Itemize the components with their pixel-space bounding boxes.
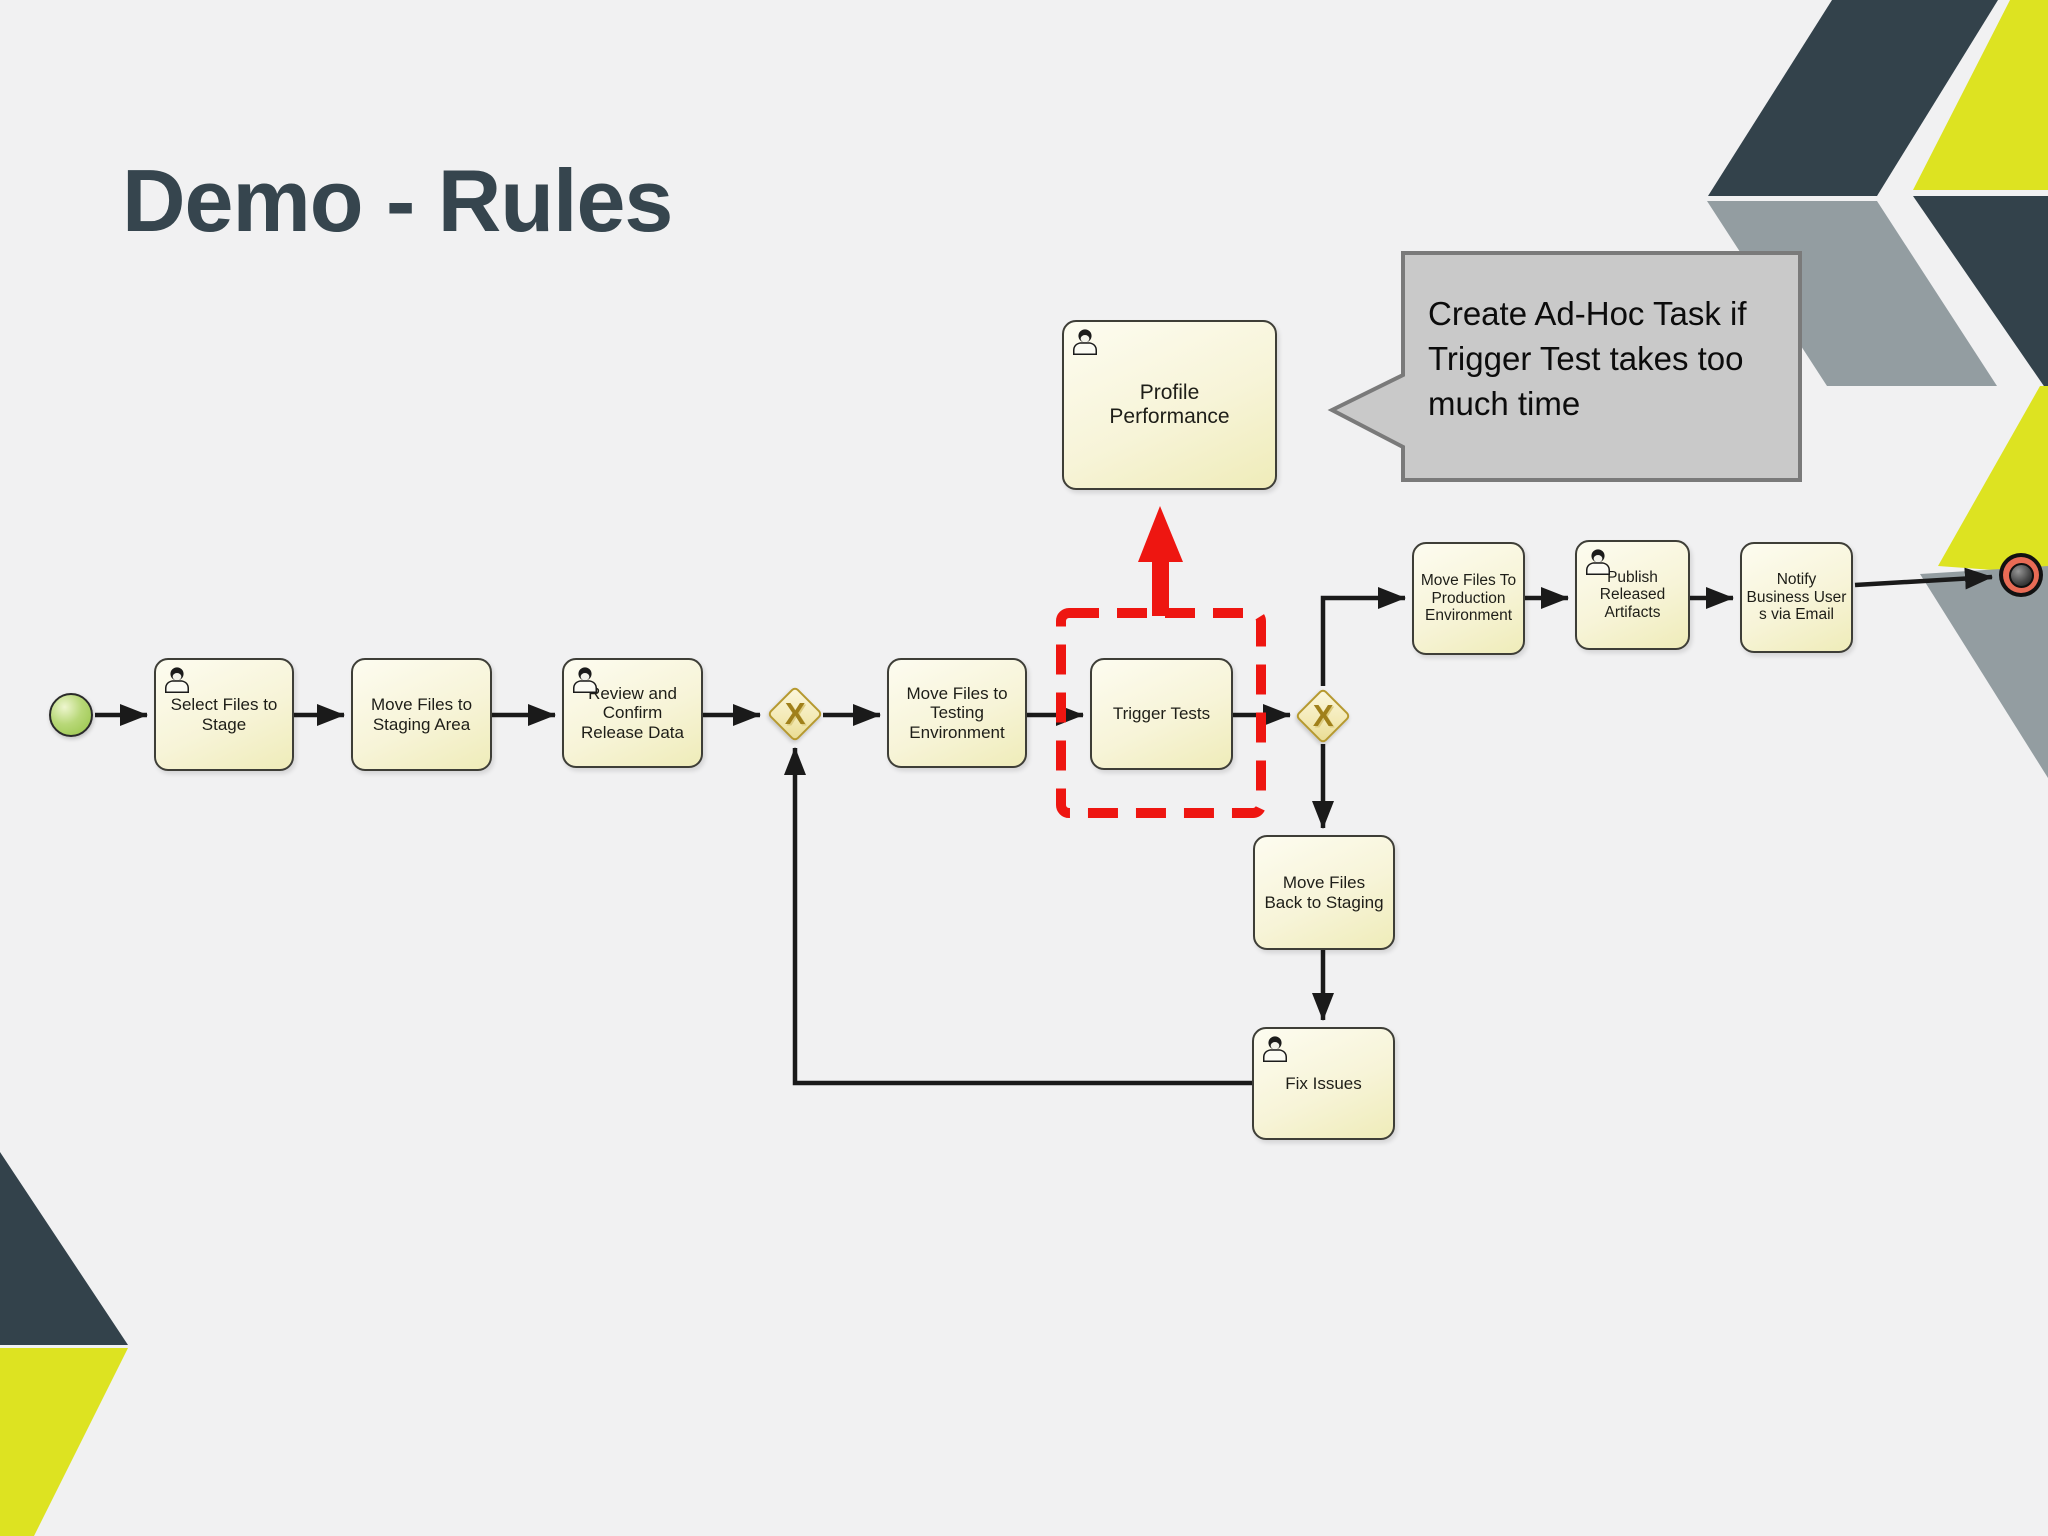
task-label: Notify Business User s via Email (1746, 571, 1847, 624)
task-label: Move Files Back to Staging (1264, 873, 1384, 912)
slide-title: Demo - Rules (122, 151, 673, 250)
end-event-ring (2003, 557, 2039, 593)
task-fix-issues: Fix Issues (1252, 1027, 1395, 1140)
task-move-files-to-staging-area: Move Files to Staging Area (351, 658, 492, 771)
chevron-dark-edge-icon (1913, 196, 2048, 392)
task-move-files-to-production-environment: Move Files To Production Environment (1412, 542, 1525, 655)
task-label: Move Files to Testing Environment (906, 684, 1008, 742)
chevron-yellow-mid-icon (1938, 386, 2048, 574)
end-event (1999, 553, 2043, 597)
task-label: Select Files to Stage (170, 695, 278, 734)
start-event (49, 693, 93, 737)
task-publish-released-artifacts: Publish Released Artifacts (1575, 540, 1690, 650)
chevron-dark-bottomleft-icon (0, 1152, 128, 1345)
task-move-files-back-to-staging: Move Files Back to Staging (1253, 835, 1395, 950)
gateway-x-symbol: X (1312, 698, 1334, 733)
task-label: Trigger Tests (1112, 704, 1211, 724)
user-icon (1260, 1034, 1290, 1064)
chevron-yellow-edge-icon (1913, 0, 2048, 190)
user-icon (1583, 547, 1613, 577)
user-icon (1070, 327, 1100, 357)
task-move-files-to-testing-environment: Move Files to Testing Environment (887, 658, 1027, 768)
task-review-and-confirm-release-data: Review and Confirm Release Data (562, 658, 703, 768)
callout-text: Create Ad-Hoc Task if Trigger Test takes… (1428, 295, 1747, 422)
task-label: Fix Issues (1285, 1073, 1362, 1093)
end-event-core (2008, 562, 2034, 588)
task-trigger-tests: Trigger Tests (1090, 658, 1233, 770)
task-select-files-to-stage: Select Files to Stage (154, 658, 294, 771)
task-label: Publish Released Artifacts (1599, 568, 1666, 621)
task-label: Review and Confirm Release Data (580, 684, 684, 742)
chevron-gray-mid-icon (1920, 566, 2048, 778)
task-label: Profile Performance (1109, 381, 1230, 428)
chevron-yellow-bottomleft-icon (0, 1348, 128, 1536)
task-profile-performance: Profile Performance (1062, 320, 1277, 490)
task-label: Move Files To Production Environment (1420, 572, 1517, 625)
callout-bubble (1327, 251, 1802, 482)
gateway-x-symbol: X (784, 696, 806, 731)
chevron-dark-top-icon (1708, 0, 1998, 196)
user-icon (162, 665, 192, 695)
chevron-gray-top-icon (1707, 201, 1997, 386)
task-label: Move Files to Staging Area (370, 695, 473, 734)
user-icon (570, 665, 600, 695)
task-notify-business-users-via-email: Notify Business User s via Email (1740, 542, 1853, 653)
